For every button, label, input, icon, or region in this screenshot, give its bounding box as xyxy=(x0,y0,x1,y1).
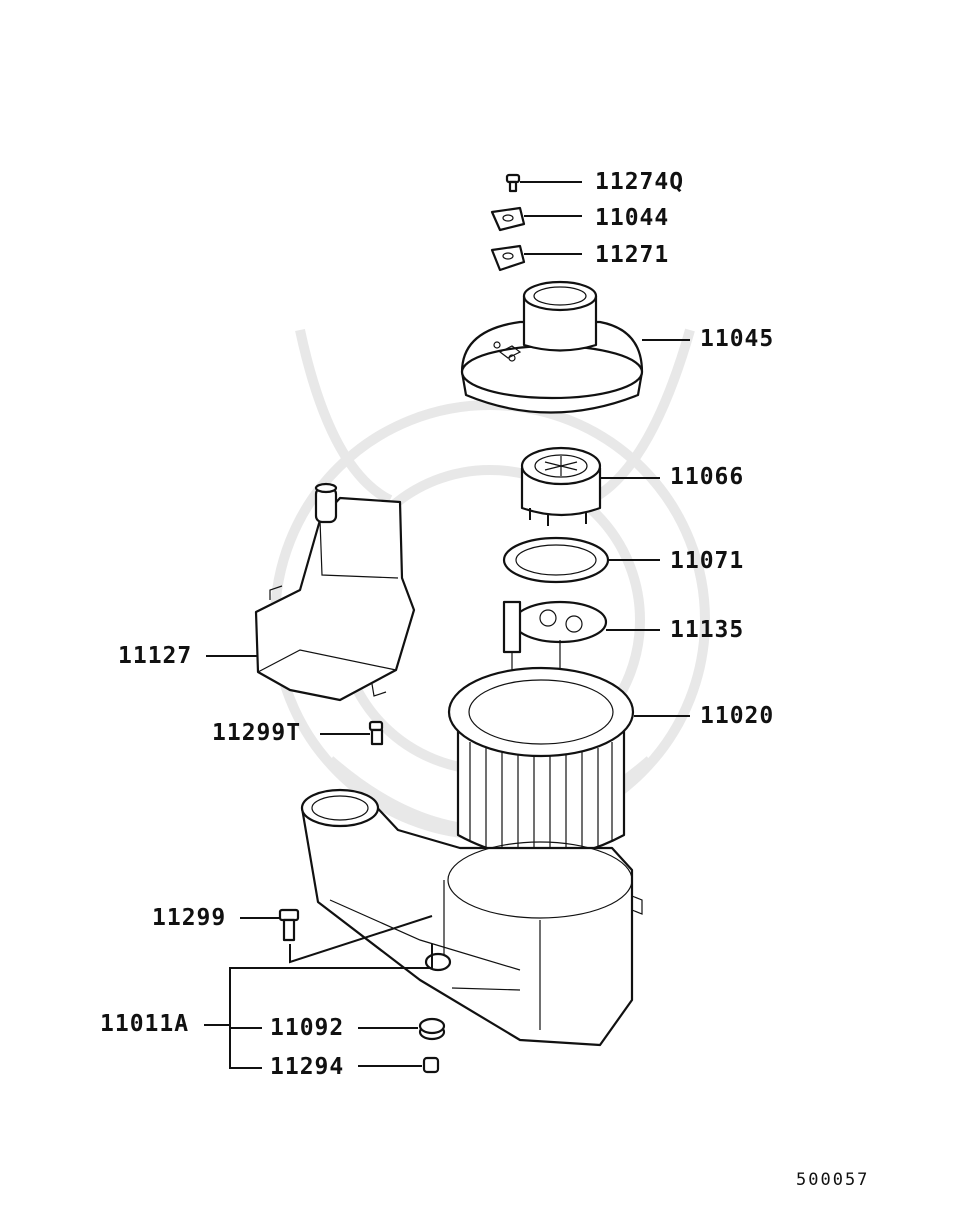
label-11044: 11044 xyxy=(595,205,670,231)
label-11045: 11045 xyxy=(700,326,775,352)
label-11127: 11127 xyxy=(118,643,193,669)
label-11071: 11071 xyxy=(670,548,745,574)
blower-fan-11020[interactable] xyxy=(447,666,635,860)
label-11066: 11066 xyxy=(670,464,745,490)
motor-holder-11066[interactable] xyxy=(520,446,602,526)
label-11274Q: 11274Q xyxy=(595,169,685,195)
duct-11127[interactable] xyxy=(254,482,416,702)
label-11294: 11294 xyxy=(270,1054,345,1080)
housing-cover-11045[interactable] xyxy=(460,280,644,414)
nut-11294[interactable] xyxy=(422,1056,440,1074)
diagram-number: 500057 xyxy=(796,1170,870,1190)
blower-case-11011A[interactable] xyxy=(300,788,643,1047)
bracket-11044[interactable] xyxy=(490,206,526,232)
bolt-11299[interactable] xyxy=(278,908,300,942)
label-11020: 11020 xyxy=(700,703,775,729)
label-11135: 11135 xyxy=(670,617,745,643)
label-11271: 11271 xyxy=(595,242,670,268)
label-11299T: 11299T xyxy=(212,720,302,746)
label-11092: 11092 xyxy=(270,1015,345,1041)
label-11299: 11299 xyxy=(152,905,227,931)
bracket-11271[interactable] xyxy=(490,244,526,272)
bolt-11299T[interactable] xyxy=(368,720,384,746)
bracket-leader-11011A xyxy=(204,915,433,1069)
gasket-11071[interactable] xyxy=(502,536,610,584)
resistor-11135[interactable] xyxy=(502,600,608,713)
grommet-11092[interactable] xyxy=(418,1017,446,1041)
label-11011A: 11011A xyxy=(100,1011,190,1037)
screw-11274Q[interactable] xyxy=(505,173,521,193)
